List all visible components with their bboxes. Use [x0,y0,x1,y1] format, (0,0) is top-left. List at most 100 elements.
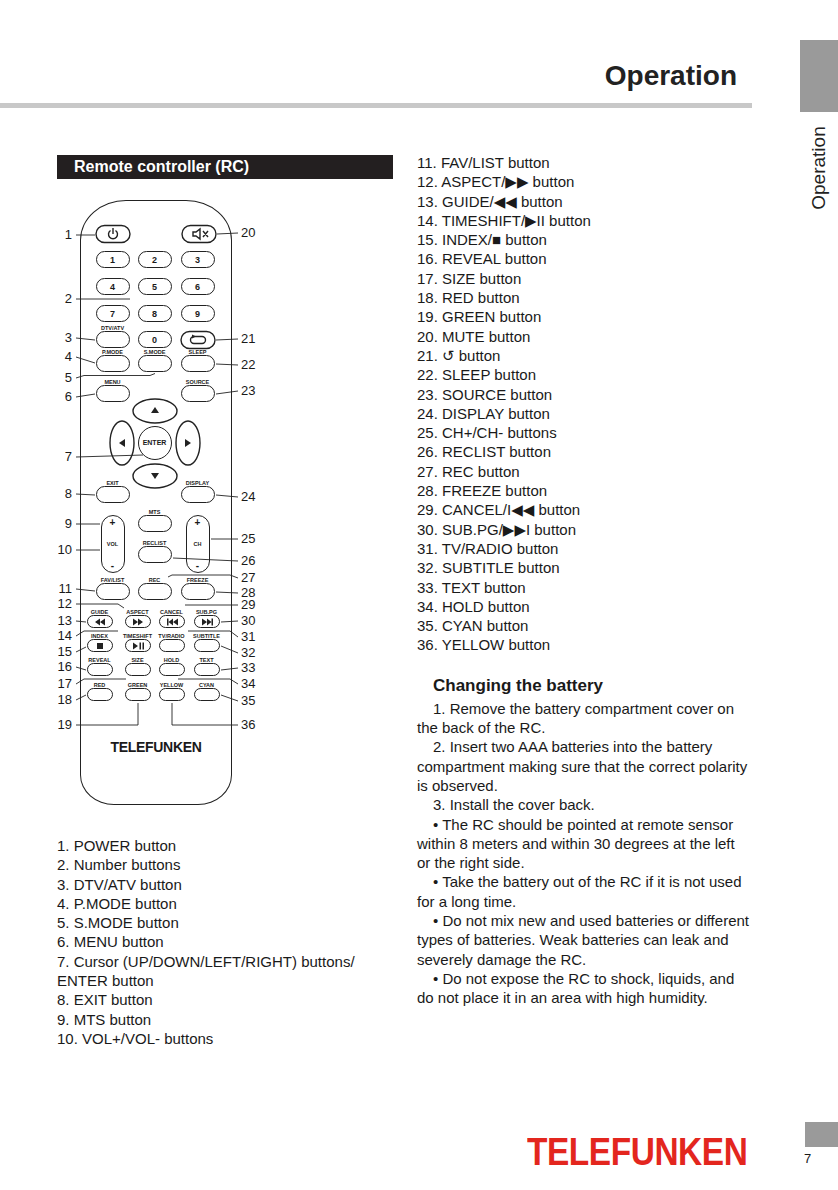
button-label: 1 [110,255,115,265]
callout-number: 21 [241,331,275,347]
callout-number: 30 [241,613,275,629]
leader-line [76,338,95,340]
list-item: 7. Cursor (UP/DOWN/LEFT/RIGHT) buttons/ … [57,952,382,991]
remote-button: REC [138,583,172,600]
leader-line [216,495,238,497]
button-label: + [195,517,201,528]
callout-number: 25 [241,531,275,547]
list-item: 6. MENU button [57,932,382,951]
callout-number: 10 [38,542,72,558]
button-label: RED [94,682,106,688]
callout-number: 32 [241,645,275,661]
callout-number: 11 [38,581,72,597]
button-label: 7 [110,309,115,319]
leader-line [76,357,95,363]
button-label: + [110,517,116,528]
button-label: DTV/ATV [101,325,124,331]
section-heading: Changing the battery [417,675,752,697]
button-list: 1. POWER button2. Number buttons3. DTV/A… [57,836,382,1048]
remote-button: GREEN [125,688,151,701]
list-item: 22. SLEEP button [417,365,752,384]
list-item: 23. SOURCE button [417,385,752,404]
remote-button: 2 [138,251,172,268]
button-label: TIMESHIFT [123,633,152,639]
button-label: 5 [152,282,157,292]
button-label: SUB.PG [196,609,217,615]
remote-button: 3 [181,251,215,268]
battery-section: Changing the battery1. Remove the batter… [417,675,752,1008]
leader-line [221,621,238,622]
callout-number: 17 [38,676,72,692]
list-item: 33. TEXT button [417,578,752,597]
remote-button: ASPECT [125,615,151,628]
instruction-text: • Do not expose the RC to shock, liquids… [417,969,752,1008]
button-label: TEXT [199,657,213,663]
list-item: 27. REC button [417,462,752,481]
leader-line [221,695,238,701]
button-label: MTS [149,509,161,515]
remote-button: 7 [96,305,130,322]
instruction-text: 1. Remove the battery compartment cover … [417,699,752,738]
page-tab [805,1122,838,1147]
button-label: SOURCE [186,379,210,385]
section-band: Remote controller (RC) [57,155,393,179]
page-heading: Operation [480,60,737,92]
page-number: 7 [804,1151,811,1167]
instruction-text: • The RC should be pointed at remote sen… [417,815,752,873]
button-label: CANCEL [160,609,183,615]
section-title: Remote controller (RC) [74,158,249,175]
remote-button: SUB.PG [194,615,220,628]
instruction-text: • Take the battery out of the RC if it i… [417,872,752,911]
leader-line [76,235,95,236]
list-item: 34. HOLD button [417,597,752,616]
leader-line [216,364,238,365]
remote-button: FREEZE [181,583,215,600]
remote-button: MTS [138,515,172,532]
list-item: 15. INDEX/■ button [417,230,752,249]
remote-button: GUIDE [87,615,113,628]
remote-button: P.MODE [96,355,130,372]
button-label: 9 [195,309,200,319]
button-list: 11. FAV/LIST button12. ASPECT/▶▶ button1… [417,153,752,655]
leader-line [211,539,238,540]
remote-button: RECLIST [138,546,172,563]
instruction-text: 3. Install the cover back. [417,795,752,814]
callout-number: 35 [241,693,275,709]
button-label: EXIT [106,480,118,486]
instruction-text: • Do not mix new and used batteries or d… [417,911,752,969]
list-item: 18. RED button [417,288,752,307]
remote-button: ENTER [138,426,172,460]
callout-number: 22 [241,357,275,373]
button-label: 4 [110,282,115,292]
button-label: SUBTITLE [193,633,220,639]
callout-number: 34 [241,676,275,692]
callout-number: 36 [241,717,275,733]
callout-number: 18 [38,692,72,708]
remote-button: YELLOW [159,688,185,701]
list-item: 26. RECLIST button [417,442,752,461]
leader-line [76,455,143,457]
callout-number: 19 [38,717,72,733]
button-label: - [111,560,114,571]
leader-line [173,558,238,561]
button-label: REVEAL [88,657,110,663]
list-item: 19. GREEN button [417,307,752,326]
callout-number: 2 [38,291,72,307]
remote-button: CYAN [194,688,220,701]
callout-number: 23 [241,383,275,399]
button-label: MENU [104,379,120,385]
button-label: VOL [107,541,118,547]
brand-logo: TELEFUNKEN [527,1131,747,1173]
list-item: 25. CH+/CH- buttons [417,423,752,442]
leader-line [76,647,86,652]
brand-name: TELEFUNKEN [81,739,231,755]
remote-button: 6 [181,278,215,295]
button-label: YELLOW [160,682,184,688]
remote-button: + VOL - [101,515,125,573]
list-item: 35. CYAN button [417,616,752,635]
list-item: 2. Number buttons [57,855,382,874]
list-item: 32. SUBTITLE button [417,558,752,577]
button-label: GUIDE [91,609,108,615]
remote-button: TV/RADIO [159,639,185,652]
remote-button: DISPLAY [181,486,215,503]
